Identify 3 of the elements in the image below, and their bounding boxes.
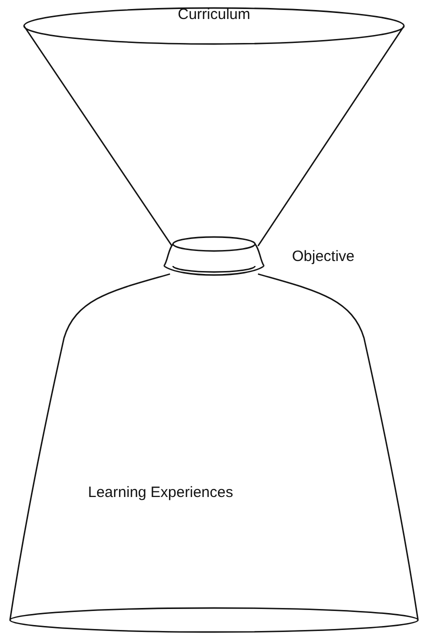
- bell-label: Learning Experiences: [88, 484, 234, 501]
- cone-label: Curriculum: [178, 6, 250, 23]
- neck-label: Objective: [292, 248, 355, 265]
